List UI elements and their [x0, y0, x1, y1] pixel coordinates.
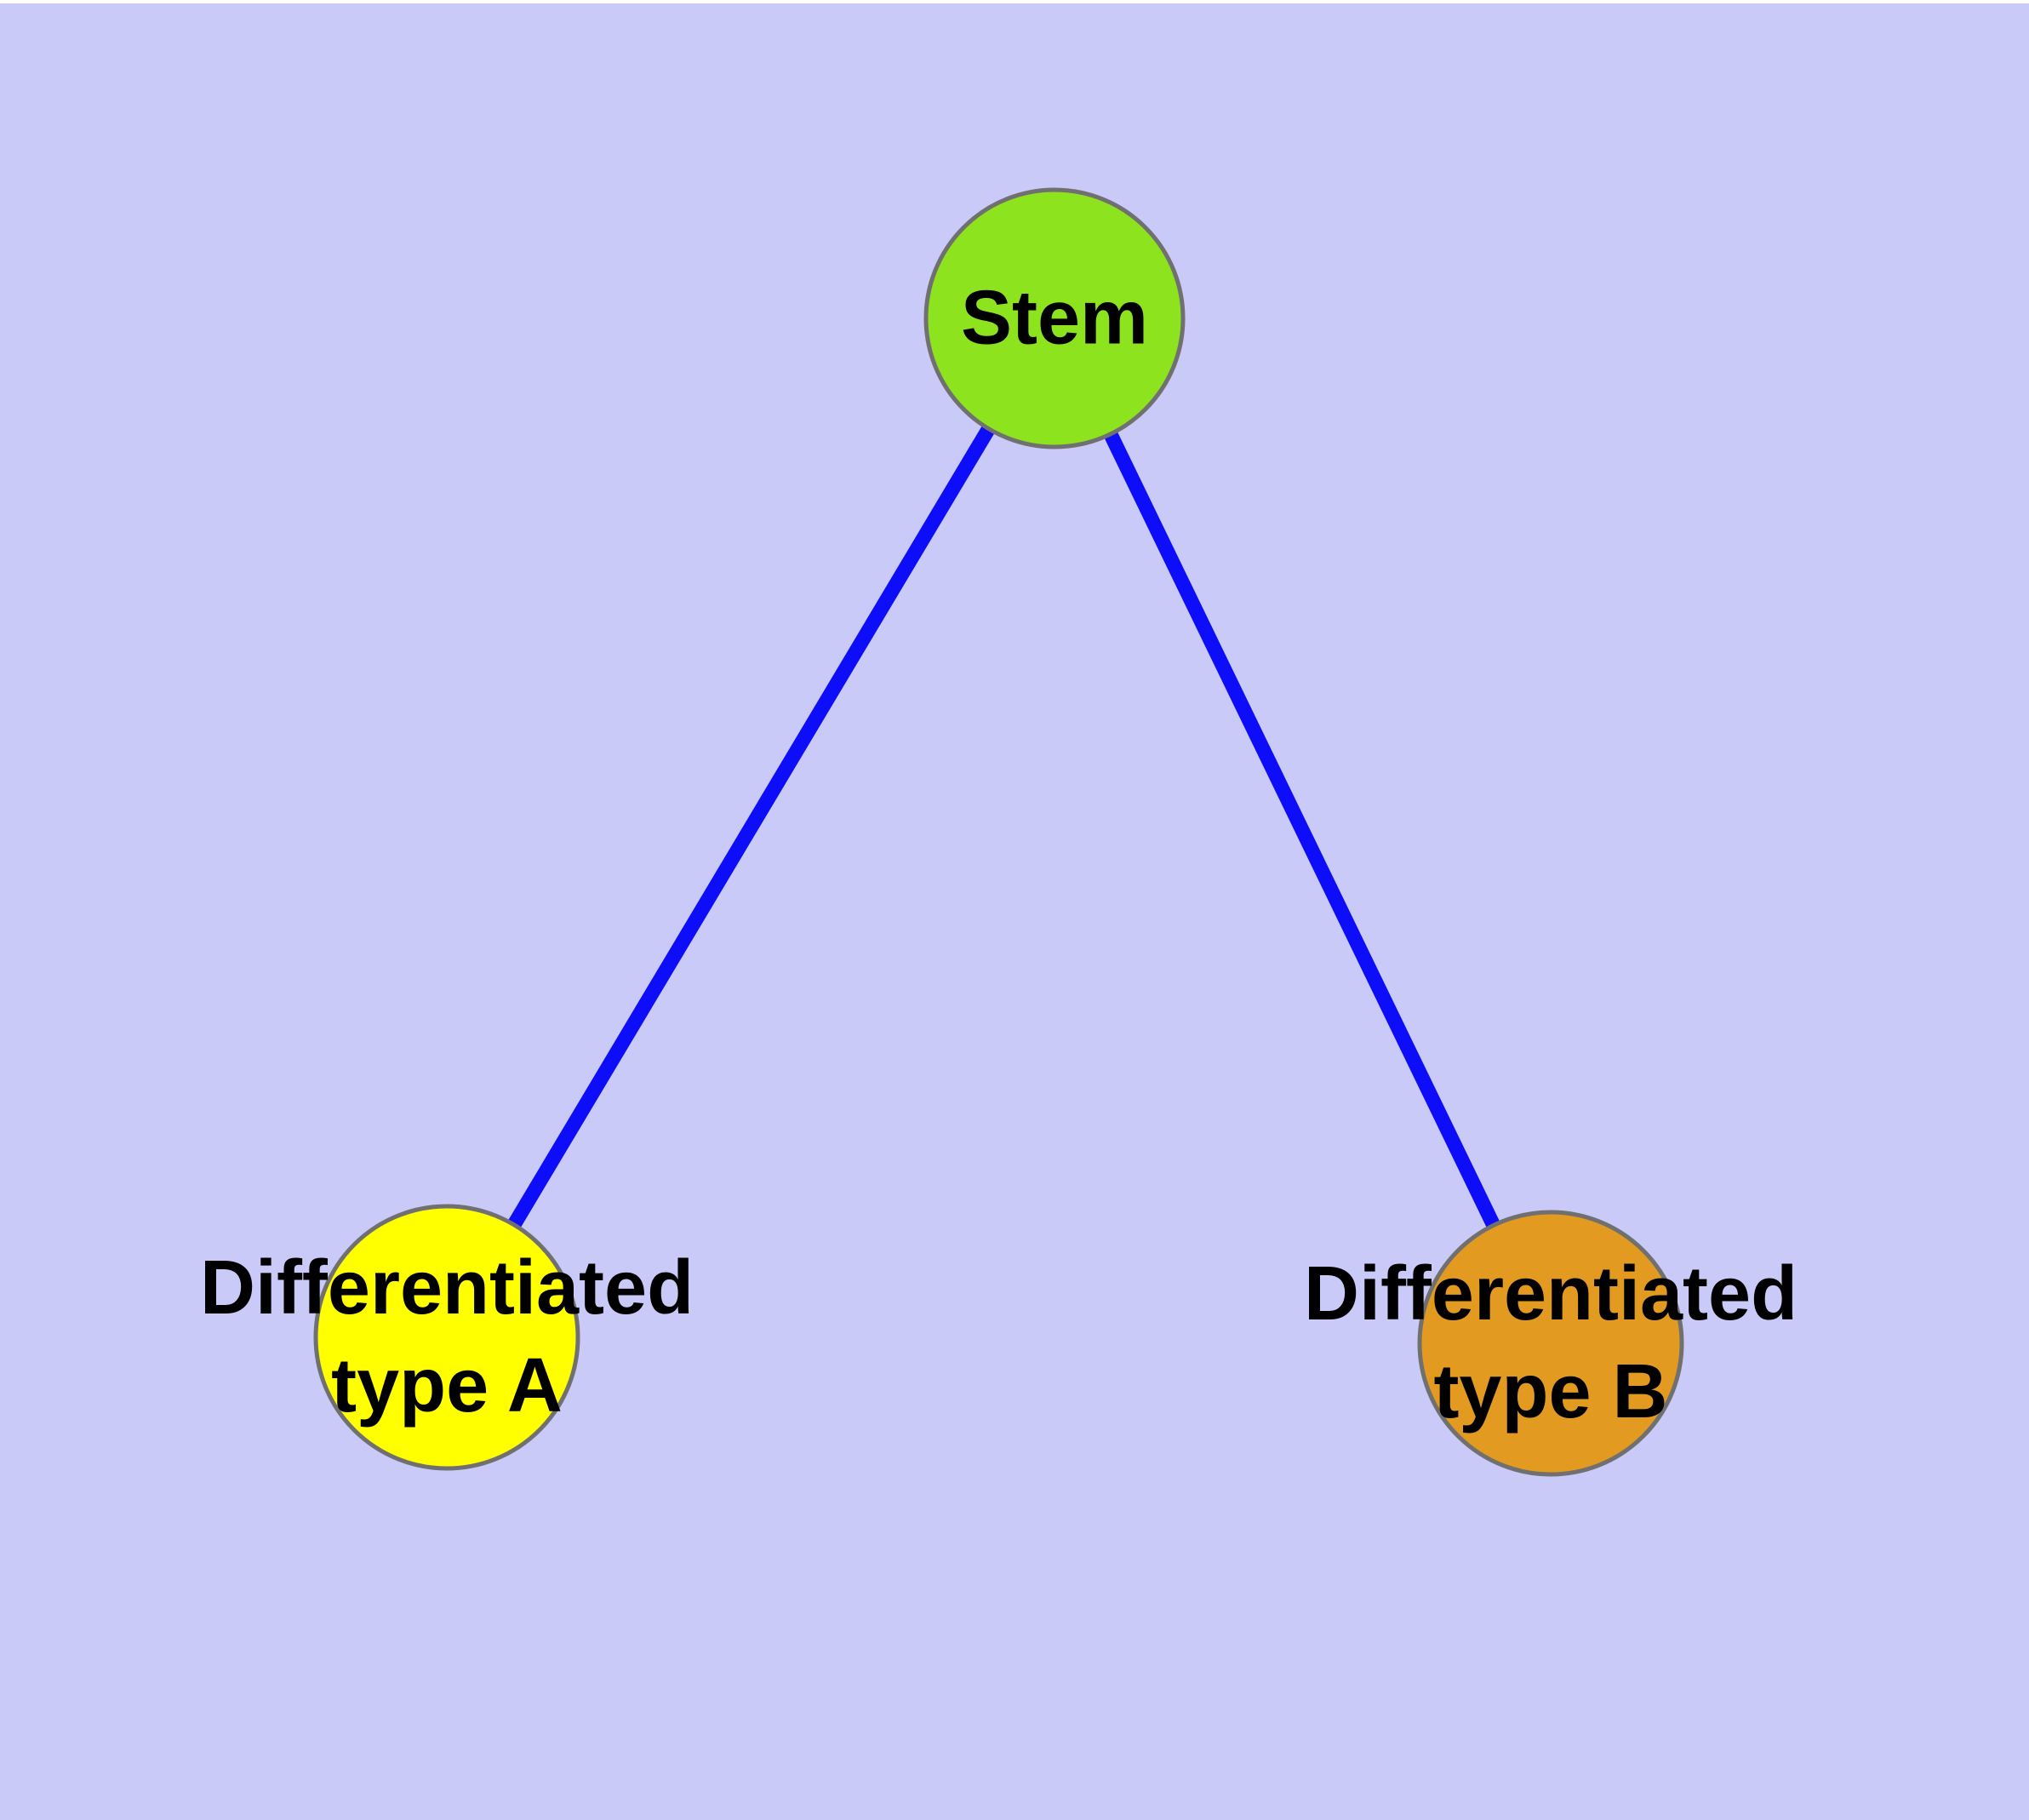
canvas-top-edge — [0, 0, 2029, 3]
node-circle-stem — [923, 187, 1186, 449]
edge-stem-to-type-b — [1048, 315, 1557, 1347]
node-circle-type-b — [1417, 1210, 1684, 1477]
edge-stem-to-type-a — [440, 314, 1061, 1342]
node-circle-type-a — [313, 1204, 580, 1471]
